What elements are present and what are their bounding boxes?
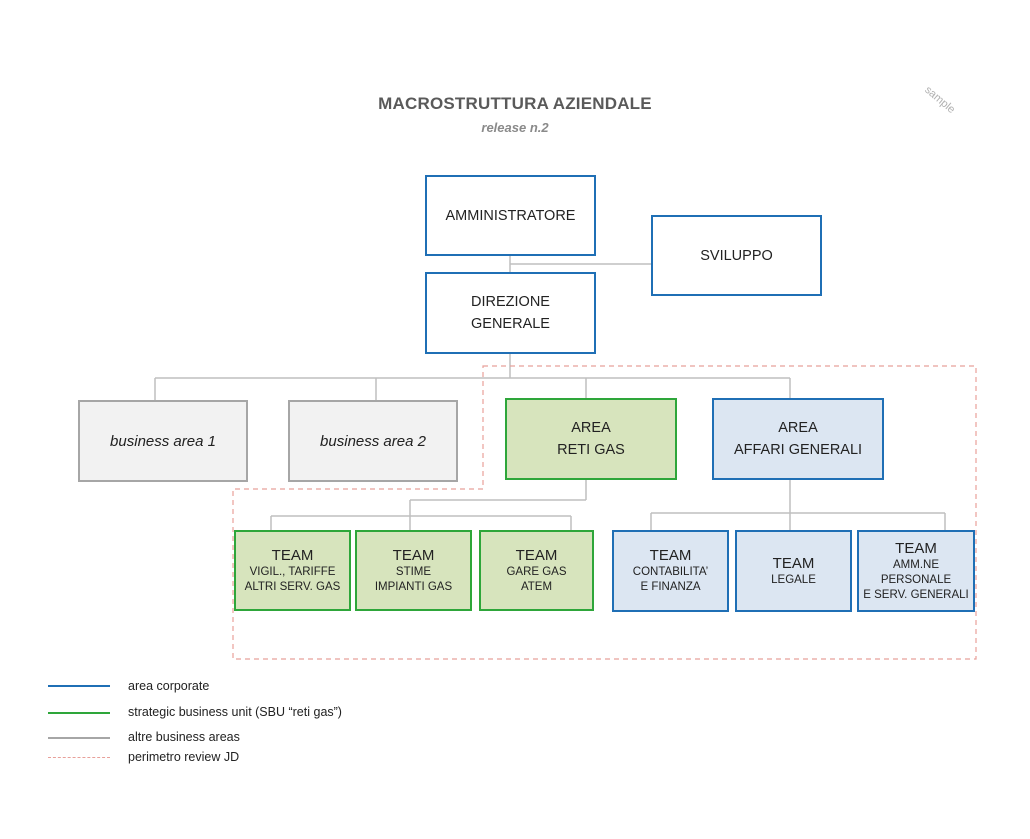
node-line: RETI GAS <box>557 442 625 458</box>
node-team-legale: TEAM LEGALE <box>735 530 852 612</box>
team-heading: TEAM <box>392 546 435 564</box>
team-line: ATEM <box>520 580 553 593</box>
node-team-amm-personale: TEAM AMM.NE PERSONALE E SERV. GENERALI <box>857 530 975 612</box>
node-line: business area 2 <box>320 432 426 450</box>
legend: area corporate strategic business unit (… <box>48 679 448 770</box>
team-line: E FINANZA <box>640 581 701 593</box>
team-line: CONTABILITA’ <box>632 566 709 578</box>
team-heading: TEAM <box>895 539 937 557</box>
team-line: IMPIANTI GAS <box>374 580 453 593</box>
node-line: DIREZIONE <box>471 294 550 310</box>
perimeter-review-outline <box>232 365 977 660</box>
node-area-affari-generali: AREA AFFARI GENERALI <box>712 398 884 480</box>
team-line: STIME <box>395 565 432 578</box>
team-line: E SERV. GENERALI <box>863 588 969 601</box>
legend-label: perimetro review JD <box>128 750 240 764</box>
legend-label: altre business areas <box>128 730 240 744</box>
node-line: GENERALE <box>471 316 550 332</box>
team-line: LEGALE <box>771 573 816 586</box>
team-line: PERSONALE <box>880 573 952 586</box>
team-line: AMM.NE <box>893 558 939 571</box>
team-heading: TEAM <box>772 554 815 572</box>
node-line: AFFARI GENERALI <box>733 442 863 458</box>
team-heading: TEAM <box>649 547 692 564</box>
node-amministratore: AMMINISTRATORE <box>425 175 596 256</box>
legend-swatch-corporate <box>48 685 110 687</box>
team-heading: TEAM <box>271 546 314 564</box>
team-heading: TEAM <box>515 546 558 564</box>
team-line: ALTRI SERV. GAS <box>244 580 341 593</box>
node-team-gare: TEAM GARE GAS ATEM <box>479 530 594 611</box>
node-line: AMMINISTRATORE <box>445 207 576 224</box>
team-line: VIGIL., TARIFFE <box>249 565 336 578</box>
node-team-vigil: TEAM VIGIL., TARIFFE ALTRI SERV. GAS <box>234 530 351 611</box>
node-area-reti-gas: AREA RETI GAS <box>505 398 677 480</box>
node-sviluppo: SVILUPPO <box>651 215 822 296</box>
legend-swatch-other <box>48 737 110 739</box>
connector-lines <box>154 256 946 530</box>
team-line: GARE GAS <box>506 565 567 578</box>
node-team-contabilita: TEAM CONTABILITA’ E FINANZA <box>612 530 729 612</box>
legend-label: strategic business unit (SBU “reti gas”) <box>128 705 342 719</box>
legend-swatch-perimeter <box>48 757 110 758</box>
legend-swatch-sbu <box>48 712 110 714</box>
node-line: AREA <box>778 420 818 436</box>
node-team-stime: TEAM STIME IMPIANTI GAS <box>355 530 472 611</box>
legend-label: area corporate <box>128 679 210 693</box>
node-line: business area 1 <box>110 432 216 450</box>
chart-subtitle: release n.2 <box>481 120 549 135</box>
node-business-area-1: business area 1 <box>78 400 248 482</box>
node-business-area-2: business area 2 <box>288 400 458 482</box>
node-line: SVILUPPO <box>700 247 773 264</box>
node-line: AREA <box>571 420 611 436</box>
chart-title: MACROSTRUTTURA AZIENDALE <box>378 94 652 113</box>
node-direzione-generale: DIREZIONE GENERALE <box>425 272 596 354</box>
